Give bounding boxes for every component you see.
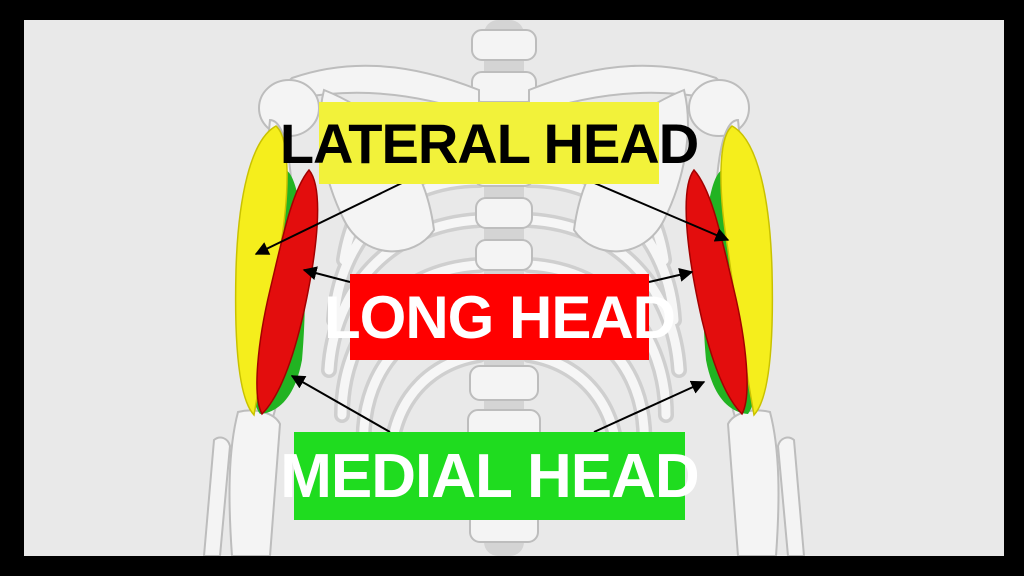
arrow-lateral-right	[591, 181, 730, 242]
right-triceps	[685, 125, 774, 417]
medial-head-label: MEDIAL HEAD	[280, 432, 700, 520]
left-lateral-head	[234, 125, 288, 417]
arrow-lateral-left	[254, 181, 405, 255]
arrow-medial-left	[290, 375, 391, 433]
pointer-arrows	[254, 181, 730, 433]
arrow-long-right	[648, 268, 694, 283]
right-long-head	[685, 168, 748, 416]
arrow-medial-right	[593, 380, 706, 433]
right-lateral-head	[720, 125, 774, 417]
long-head-label: LONG HEAD	[324, 274, 676, 360]
diagram-frame: LATERAL HEAD LONG HEAD MEDIAL HEAD	[24, 20, 1004, 556]
arrow-long-left	[302, 266, 351, 283]
lateral-head-label: LATERAL HEAD	[280, 102, 699, 184]
